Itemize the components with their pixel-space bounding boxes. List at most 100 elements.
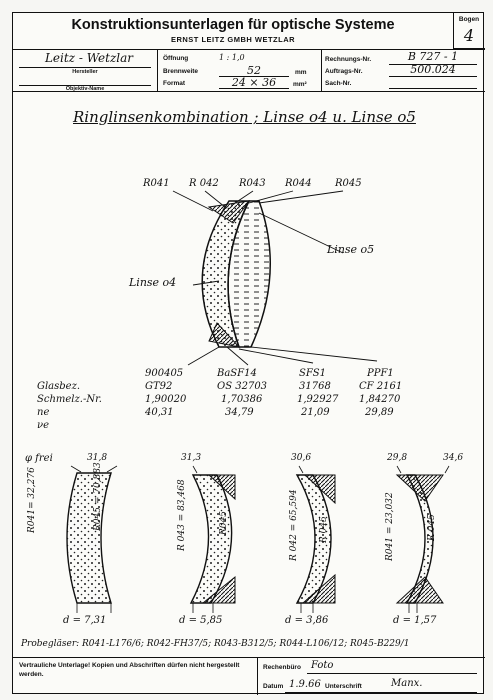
probe-glasses: Probegläser: R041-L176/6; R042-FH37/5; R… (21, 639, 410, 649)
element-radius: R 045 (319, 516, 329, 543)
glass-cell: 40,31 (145, 407, 174, 418)
glass-cell: BaSF14 (217, 368, 257, 379)
divider (13, 91, 485, 92)
underline (19, 67, 151, 68)
glass-cell: 1,90020 (145, 394, 187, 405)
element-4-hatch-top (395, 474, 444, 502)
format-value: 24 × 36 (231, 76, 277, 89)
underline (389, 64, 477, 65)
hersteller-label: Hersteller (72, 69, 98, 75)
glass-cell: 31768 (299, 381, 331, 392)
radius-label: R045 (335, 178, 362, 189)
underline (389, 88, 477, 89)
radius-label: R041 (143, 178, 170, 189)
element-diameter: 30,6 (291, 453, 312, 463)
underline (389, 76, 477, 77)
radius-label: R043 (239, 178, 266, 189)
underline (19, 85, 151, 86)
element-drawings (66, 465, 450, 613)
underline (219, 76, 289, 77)
unterschrift-value: Manx. (391, 678, 423, 689)
linse-04-label: Linse o4 (129, 276, 177, 289)
sheet-title: Konstruktionsunterlagen für optische Sys… (71, 17, 395, 33)
phi-label: φ frei (25, 453, 53, 464)
element-2-hatch-top (207, 474, 236, 501)
element-radius: R 042 = 65,594 (289, 489, 299, 561)
oeffnung-value: 1 : 1,0 (219, 53, 245, 62)
element-2-hatch-bottom (201, 575, 236, 604)
element-diameter: 34,6 (443, 453, 464, 463)
bogen-label: Bogen (458, 16, 480, 23)
glass-cell: 29,89 (365, 407, 394, 418)
divider (13, 657, 485, 658)
bogen-box (453, 13, 485, 49)
radius-label: R044 (285, 178, 312, 189)
element-thickness: d = 1,57 (393, 615, 437, 626)
glass-cell: 21,09 (301, 407, 330, 418)
element-radius: R041= 32,276 (27, 467, 37, 533)
confidential-note: Vertrauliche Unterlage! Kopien und Absch… (19, 662, 240, 678)
element-3-hatch-bottom (301, 573, 336, 604)
linse-05-label: Linse o5 (327, 243, 375, 256)
glass-cell: PPF1 (367, 368, 394, 379)
auftrag-value: 500.024 (410, 63, 456, 76)
rechnung-label: Rechnungs-Nr. (325, 56, 372, 63)
divider (321, 49, 322, 91)
glass-cell: 1,84270 (359, 394, 401, 405)
glass-row-label: ne (37, 407, 50, 418)
element-radius: R045 (219, 511, 229, 535)
glass-cell: SFS1 (299, 368, 327, 379)
element-diameter: 29,8 (387, 453, 408, 463)
company-name: ERNST LEITZ GMBH WETZLAR (170, 35, 296, 44)
element-radius: R045 = 70,883 (93, 462, 103, 531)
element-radius: R 045 (427, 514, 437, 541)
glass-row-label: Schmelz.-Nr. (37, 394, 102, 405)
datum-label: Datum (263, 683, 284, 690)
glass-cell: GT92 (145, 381, 173, 392)
underline (285, 692, 477, 693)
element-radius: R 043 = 83,468 (177, 479, 187, 551)
element-4-hatch-bottom (395, 576, 444, 604)
underline (307, 673, 477, 674)
element-2-shape (189, 474, 233, 604)
divider (13, 49, 485, 50)
oeffnung-label: Öffnung (163, 55, 189, 62)
glass-cell: OS 32703 (217, 381, 268, 392)
format-unit: mm² (293, 81, 307, 88)
unterschrift-label: Unterschrift (325, 683, 362, 690)
brennweite-unit: mm (295, 69, 307, 76)
auftrag-label: Auftrags-Nr. (325, 68, 363, 75)
brennweite-label: Brennweite (163, 68, 199, 75)
format-label: Format (163, 80, 186, 87)
element-1-shape (66, 472, 112, 604)
objektiv-label: Objektiv-Name (65, 86, 105, 92)
glass-cell: 900405 (145, 368, 184, 379)
hatched-ring-top (207, 200, 251, 224)
bogen-value: 4 (463, 26, 475, 45)
rechenbuero-value: Foto (311, 660, 334, 671)
glass-cell: CF 2161 (359, 381, 403, 392)
divider (257, 657, 258, 695)
rechnung-value: B 727 - 1 (407, 50, 459, 63)
element-diameter: 31,3 (181, 453, 202, 463)
radius-label: R 042 (189, 178, 219, 189)
glass-cell: 1,70386 (221, 394, 263, 405)
sach-label: Sach-Nr. (325, 80, 352, 87)
glass-row-label: νe (37, 420, 49, 431)
rechenbuero-label: Rechenbüro (263, 664, 301, 671)
glass-cell: 34,79 (225, 407, 254, 418)
element-thickness: d = 7,31 (63, 615, 107, 626)
divider (157, 49, 158, 91)
glass-row-label: Glasbez. (37, 381, 81, 392)
element-thickness: d = 5,85 (179, 615, 223, 626)
hersteller-value: Leitz - Wetzlar (44, 51, 134, 65)
brennweite-value: 52 (247, 64, 261, 77)
glass-cell: 1,92927 (297, 394, 339, 405)
element-thickness: d = 3,86 (285, 615, 329, 626)
element-3-hatch-top (303, 474, 336, 505)
element-radius: R041 = 23,032 (385, 492, 395, 561)
drawing-sheet: Konstruktionsunterlagen für optische Sys… (12, 12, 485, 695)
hatched-ring-bottom (208, 322, 241, 348)
drawing-heading: Ringlinsenkombination ; Linse o4 u. Lins… (73, 108, 416, 126)
underline (219, 88, 289, 89)
